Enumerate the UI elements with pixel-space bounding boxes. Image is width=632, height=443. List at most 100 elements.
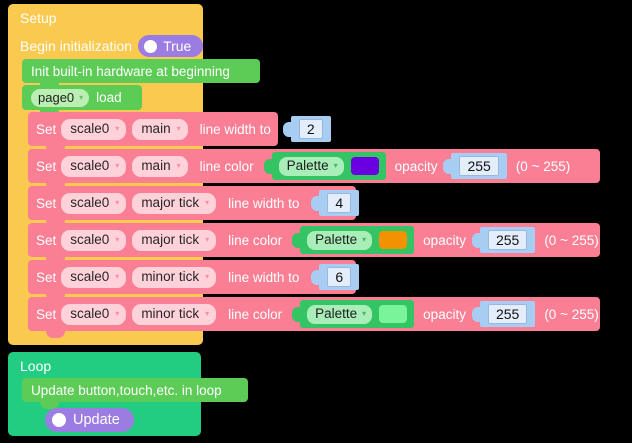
part-dropdown-label: minor tick xyxy=(141,269,200,284)
socket-body: Palette ▾ xyxy=(300,300,415,328)
part-dropdown-label: major tick xyxy=(141,232,200,247)
socket-body: 255 xyxy=(451,153,507,179)
part-dropdown[interactable]: main ▾ xyxy=(132,118,188,140)
block-notch xyxy=(46,330,65,338)
target-dropdown-label: scale0 xyxy=(70,306,110,321)
set-row-major-tick-line-color[interactable]: Set scale0 ▾ major tick ▾ line color Pal… xyxy=(28,223,600,264)
socket-body: 255 xyxy=(479,301,536,327)
set-row-major-tick-line-width[interactable]: Set scale0 ▾ major tick ▾ line width to … xyxy=(28,186,360,227)
socket-body: 4 xyxy=(319,190,360,216)
chevron-down-icon: ▾ xyxy=(333,161,338,170)
socket-tab xyxy=(311,195,320,211)
part-dropdown[interactable]: main ▾ xyxy=(132,155,188,177)
opacity-value-socket[interactable]: 255 xyxy=(471,301,536,327)
opacity-label: opacity xyxy=(423,232,466,248)
circle-icon xyxy=(52,413,66,427)
chevron-down-icon: ▾ xyxy=(205,198,210,207)
line-color-palette-socket[interactable]: Palette ▾ xyxy=(292,226,415,254)
target-dropdown-label: scale0 xyxy=(70,269,110,284)
page-dropdown[interactable]: page0 ▾ xyxy=(31,88,90,107)
socket-body: 255 xyxy=(479,227,536,253)
page-action-label: load xyxy=(96,90,122,105)
part-dropdown[interactable]: major tick ▾ xyxy=(132,229,217,251)
target-dropdown[interactable]: scale0 ▾ xyxy=(61,266,127,288)
target-dropdown[interactable]: scale0 ▾ xyxy=(61,303,127,325)
line-width-value-socket[interactable]: 2 xyxy=(282,116,331,142)
chevron-down-icon: ▾ xyxy=(115,272,120,281)
socket-tab xyxy=(292,232,301,248)
target-dropdown[interactable]: scale0 ▾ xyxy=(61,118,127,140)
line-color-palette-socket[interactable]: Palette ▾ xyxy=(292,300,415,328)
chevron-down-icon: ▾ xyxy=(115,161,120,170)
color-swatch[interactable] xyxy=(350,157,379,175)
palette-dropdown-label: Palette xyxy=(286,158,329,173)
socket-tab xyxy=(471,232,480,248)
set-row-minor-tick-line-color[interactable]: Set scale0 ▾ minor tick ▾ line color Pal… xyxy=(28,297,600,338)
target-dropdown-label: scale0 xyxy=(70,232,110,247)
color-swatch[interactable] xyxy=(379,305,408,323)
socket-body: Palette ▾ xyxy=(300,226,415,254)
property-label: line width to xyxy=(228,195,300,211)
socket-body: 6 xyxy=(319,264,360,290)
page-dropdown-label: page0 xyxy=(38,90,75,105)
set-row-main-line-color[interactable]: Set scale0 ▾ main ▾ line color Palette ▾… xyxy=(28,149,600,190)
opacity-range-hint: (0 ~ 255) xyxy=(544,232,599,248)
opacity-label: opacity xyxy=(423,306,466,322)
update-value-oval[interactable]: Update xyxy=(45,408,134,432)
socket-tab xyxy=(282,121,291,137)
palette-dropdown[interactable]: Palette ▾ xyxy=(278,156,344,176)
chevron-down-icon: ▾ xyxy=(176,161,181,170)
palette-dropdown-label: Palette xyxy=(315,232,358,247)
part-dropdown[interactable]: minor tick ▾ xyxy=(132,303,217,325)
update-value-label: Update xyxy=(73,411,120,428)
socket-body: 2 xyxy=(290,116,331,142)
target-dropdown[interactable]: scale0 ▾ xyxy=(61,155,127,177)
line-width-input[interactable]: 2 xyxy=(298,119,323,139)
set-keyword: Set xyxy=(36,158,57,174)
chevron-down-icon: ▾ xyxy=(362,309,367,318)
opacity-range-hint: (0 ~ 255) xyxy=(515,158,571,174)
update-inputs-block[interactable]: Update button,touch,etc. in loop xyxy=(22,378,248,409)
target-dropdown[interactable]: scale0 ▾ xyxy=(61,229,127,251)
target-dropdown-label: scale0 xyxy=(70,195,110,210)
begin-initialization-row: Begin initialization True xyxy=(20,35,204,57)
update-inputs-label: Update button,touch,etc. in loop xyxy=(31,382,222,398)
init-hardware-block[interactable]: Init built-in hardware at beginning xyxy=(22,59,260,90)
begin-initialization-value[interactable]: True xyxy=(138,35,204,57)
color-swatch[interactable] xyxy=(379,231,408,249)
line-width-input[interactable]: 4 xyxy=(327,193,352,213)
socket-body: Palette ▾ xyxy=(271,152,386,180)
target-dropdown[interactable]: scale0 ▾ xyxy=(61,192,127,214)
set-row-minor-tick-line-width[interactable]: Set scale0 ▾ minor tick ▾ line width to … xyxy=(28,260,360,301)
part-dropdown[interactable]: major tick ▾ xyxy=(132,192,217,214)
opacity-value-socket[interactable]: 255 xyxy=(443,153,507,179)
socket-tab xyxy=(292,306,301,322)
opacity-value-socket[interactable]: 255 xyxy=(471,227,536,253)
opacity-input[interactable]: 255 xyxy=(459,156,499,176)
chevron-down-icon: ▾ xyxy=(115,235,120,244)
part-dropdown-label: main xyxy=(141,121,171,136)
palette-dropdown[interactable]: Palette ▾ xyxy=(307,304,373,324)
socket-tab xyxy=(443,158,452,174)
property-label: line color xyxy=(228,232,283,248)
opacity-input[interactable]: 255 xyxy=(487,230,528,250)
set-keyword: Set xyxy=(36,195,57,211)
page-load-block[interactable]: page0 ▾ load xyxy=(22,85,142,117)
line-width-value-socket[interactable]: 6 xyxy=(311,264,360,290)
block-notch xyxy=(40,401,59,409)
set-keyword: Set xyxy=(36,306,57,322)
line-color-palette-socket[interactable]: Palette ▾ xyxy=(263,152,386,180)
opacity-input[interactable]: 255 xyxy=(487,304,528,324)
setup-title: Setup xyxy=(20,10,57,26)
line-width-input[interactable]: 6 xyxy=(327,267,352,287)
chevron-down-icon: ▾ xyxy=(79,93,84,102)
part-dropdown[interactable]: minor tick ▾ xyxy=(132,266,217,288)
property-label: line color xyxy=(228,306,283,322)
line-width-value-socket[interactable]: 4 xyxy=(311,190,360,216)
set-row-main-line-width[interactable]: Set scale0 ▾ main ▾ line width to 2 xyxy=(28,112,331,153)
chevron-down-icon: ▾ xyxy=(115,198,120,207)
property-label: line width to xyxy=(228,269,300,285)
property-label: line width to xyxy=(199,121,271,137)
palette-dropdown[interactable]: Palette ▾ xyxy=(307,230,373,250)
